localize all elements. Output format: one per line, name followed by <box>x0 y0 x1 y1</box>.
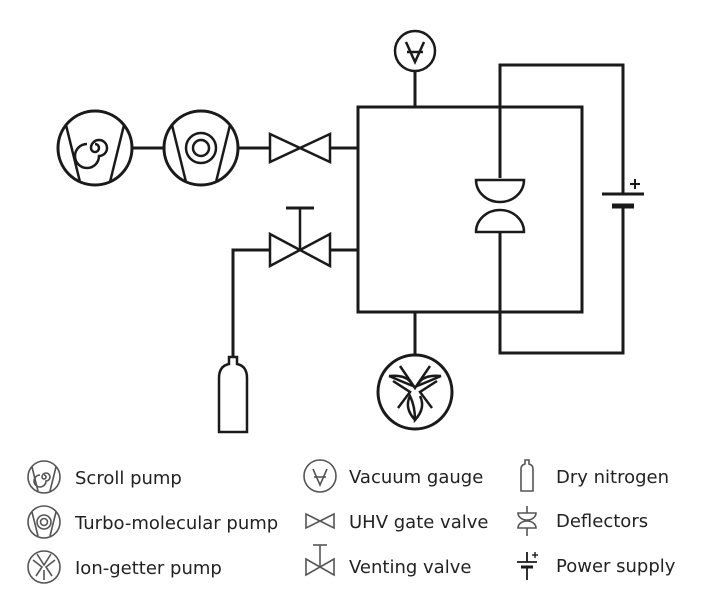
vacuum-chamber <box>356 105 584 314</box>
legend-turbo-pump-icon <box>27 505 61 539</box>
legend-vacuum-gauge-label: Vacuum gauge <box>349 467 483 488</box>
venting-valve-icon <box>268 206 332 269</box>
lower-deflector <box>474 208 526 234</box>
legend-ion-getter-pump-label: Ion-getter pump <box>75 558 222 579</box>
upper-deflector <box>474 178 526 204</box>
main-diagram <box>132 63 625 360</box>
turbo-pump-icon <box>162 109 240 187</box>
legend-vacuum-gauge-icon <box>303 459 337 493</box>
legend-turbo-pump-label: Turbo-molecular pump <box>74 513 278 534</box>
legend-power-supply-label: Power supply <box>556 556 676 577</box>
legend-venting-valve-label: Venting valve <box>349 557 471 578</box>
ion-getter-pump-icon <box>376 353 454 431</box>
legend-gas-bottle-icon <box>520 459 534 492</box>
deflector-top-wire <box>498 63 625 183</box>
gas-bottle-icon <box>217 355 249 434</box>
legend-deflectors-icon <box>517 506 537 536</box>
gate-valve-icon <box>268 132 332 164</box>
venting-line <box>231 248 270 356</box>
scroll-pump-icon <box>56 109 134 187</box>
legend-scroll-pump-label: Scroll pump <box>75 468 182 489</box>
deflector-bottom-wire <box>498 207 625 355</box>
legend-deflectors-label: Deflectors <box>556 511 648 532</box>
legend: Scroll pump Turbo-molecular pump Ion-get… <box>27 459 676 584</box>
legend-battery-icon <box>517 552 538 580</box>
legend-venting-valve-icon <box>305 544 335 577</box>
legend-scroll-pump-icon <box>27 460 61 494</box>
vacuum-gauge-icon <box>393 29 437 73</box>
legend-gate-valve-icon <box>305 512 335 530</box>
legend-ion-getter-pump-icon <box>27 550 61 584</box>
deflectors <box>474 178 526 234</box>
legend-dry-nitrogen-label: Dry nitrogen <box>556 467 669 488</box>
power-supply <box>602 179 644 215</box>
legend-uhv-gate-valve-label: UHV gate valve <box>349 512 488 533</box>
